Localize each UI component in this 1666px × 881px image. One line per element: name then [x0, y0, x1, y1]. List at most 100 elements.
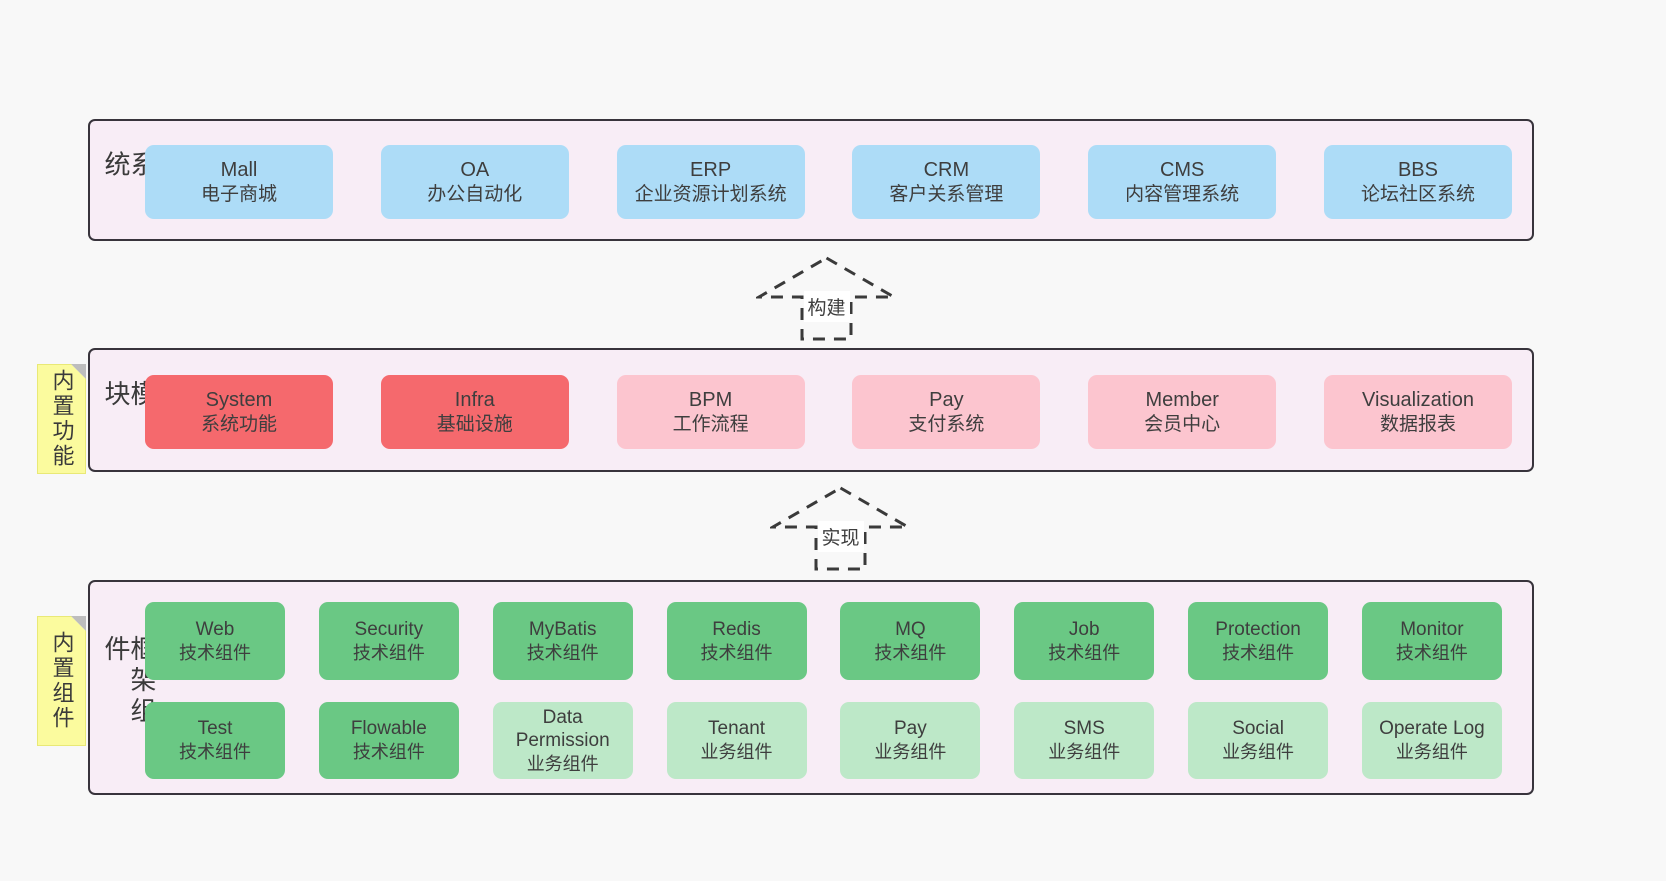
box-title: Data Permission — [515, 706, 610, 752]
band-common-modules: 通用模块 System系统功能Infra基础设施BPM工作流程Pay支付系统Me… — [88, 348, 1534, 472]
box-subtitle: 技术组件 — [1222, 642, 1295, 663]
box-title: System — [205, 388, 273, 411]
box-title: SMS — [1063, 718, 1105, 740]
box-title: Visualization — [1362, 388, 1474, 411]
box-subtitle: 论坛社区系统 — [1360, 183, 1475, 205]
box-title: Social — [1232, 718, 1284, 740]
arrow-up-icon — [770, 486, 911, 571]
arrow-build-label: 构建 — [803, 291, 850, 322]
box-subtitle: 支付系统 — [908, 413, 985, 435]
note-fold-icon — [71, 364, 86, 379]
box-title: MyBatis — [528, 618, 597, 640]
box-title: Redis — [712, 618, 761, 640]
arrow-implement: 实现 — [770, 485, 911, 573]
note-builtin-features-text: 内置功能 — [49, 369, 75, 469]
box-subtitle: 技术组件 — [1395, 642, 1468, 663]
box-title: Pay — [894, 718, 927, 740]
box-subtitle: 内容管理系统 — [1125, 183, 1240, 205]
box-subtitle: 业务组件 — [1222, 742, 1295, 763]
box-subtitle: 办公自动化 — [427, 183, 523, 205]
box-subtitle: 企业资源计划系统 — [634, 183, 787, 205]
box-subtitle: 技术组件 — [179, 642, 251, 663]
box-subtitle: 业务组件 — [526, 754, 599, 774]
box-subtitle: 业务组件 — [1048, 742, 1121, 763]
box-title: Protection — [1215, 618, 1301, 640]
arrow-implement-label: 实现 — [817, 521, 864, 552]
box-title: MQ — [895, 618, 926, 640]
note-builtin-features: 内置功能 — [37, 364, 86, 474]
note-builtin-components: 内置组件 — [37, 616, 86, 746]
box-title: BBS — [1397, 158, 1438, 181]
arrow-build: 构建 — [756, 255, 897, 343]
box-title: Infra — [454, 388, 495, 411]
box-title: CRM — [923, 158, 970, 181]
box-title: Web — [195, 618, 235, 640]
box-subtitle: 基础设施 — [436, 413, 513, 435]
box-title: BPM — [688, 388, 733, 411]
box-title: OA — [460, 158, 490, 181]
box-subtitle: 业务组件 — [874, 742, 947, 763]
box-subtitle: 技术组件 — [1048, 642, 1121, 663]
box-subtitle: 业务组件 — [1395, 742, 1468, 763]
box-title: Security — [354, 618, 424, 640]
box-title: Monitor — [1400, 618, 1464, 640]
box-title: Flowable — [350, 718, 427, 740]
box-subtitle: 技术组件 — [352, 742, 425, 763]
arrow-up-icon — [756, 256, 897, 341]
box-title: Mall — [220, 158, 258, 181]
box-subtitle: 系统功能 — [200, 413, 277, 435]
box-subtitle: 技术组件 — [874, 642, 947, 663]
box-subtitle: 工作流程 — [672, 413, 749, 435]
box-subtitle: 业务组件 — [700, 742, 773, 763]
box-subtitle: 电子商城 — [200, 183, 277, 205]
box-subtitle: 数据报表 — [1379, 413, 1456, 435]
box-title: Tenant — [708, 718, 766, 740]
note-fold-icon — [71, 616, 86, 631]
band-business-systems: 业务系统 Mall电子商城OA办公自动化ERP企业资源计划系统CRM客户关系管理… — [88, 119, 1534, 241]
box-title: Pay — [929, 388, 964, 411]
box-subtitle: 会员中心 — [1144, 413, 1221, 435]
box-title: Job — [1068, 618, 1100, 640]
box-title: Member — [1145, 388, 1219, 411]
box-subtitle: 客户关系管理 — [889, 183, 1004, 205]
box-title: CMS — [1159, 158, 1205, 181]
box-title: Test — [197, 718, 233, 740]
box-title: Operate Log — [1379, 718, 1485, 740]
note-builtin-components-text: 内置组件 — [49, 631, 75, 731]
box-subtitle: 技术组件 — [352, 642, 425, 663]
